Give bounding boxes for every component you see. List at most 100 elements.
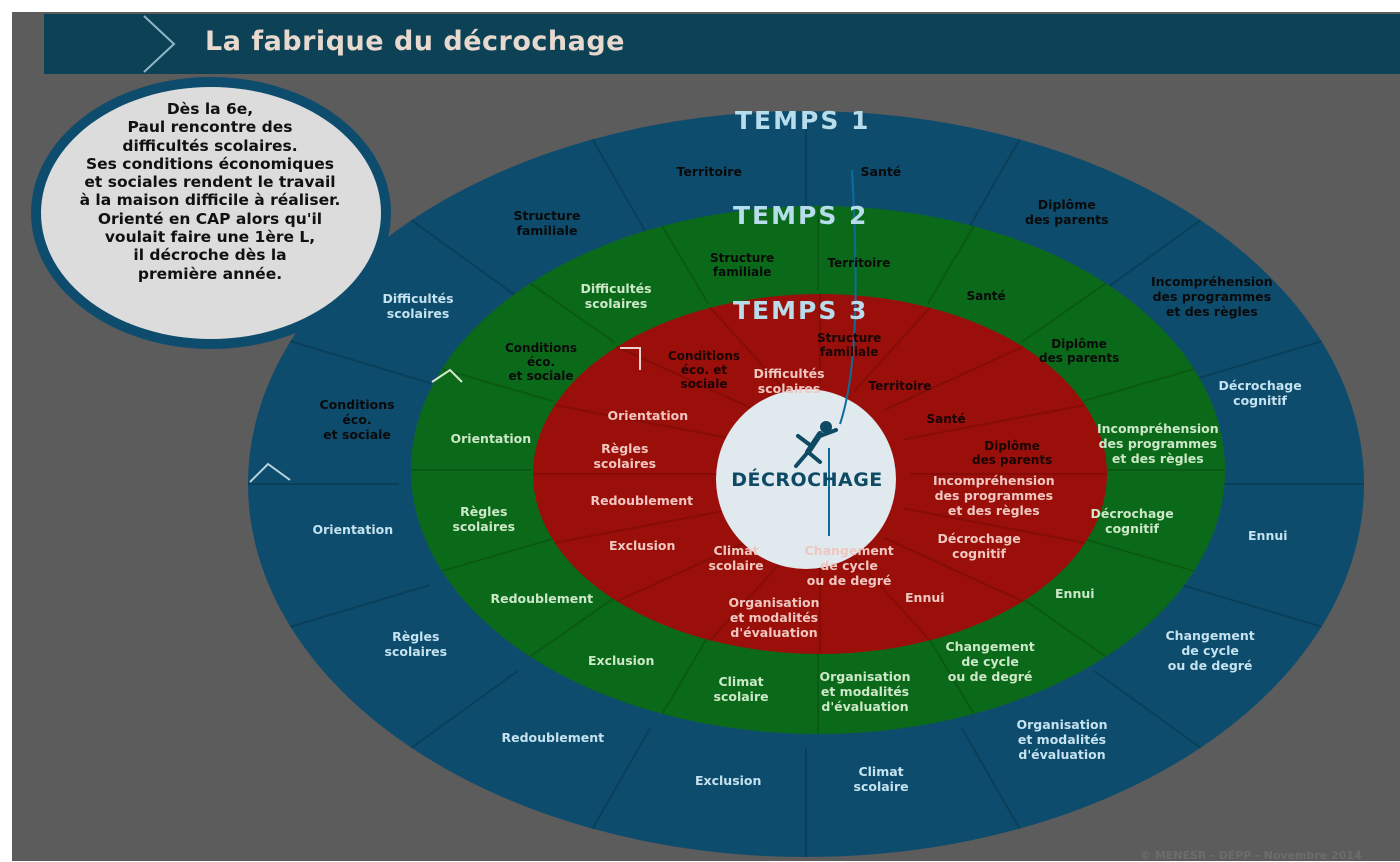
ring-divider <box>960 138 1021 241</box>
ring-title-temps-1: TEMPS 1 <box>735 106 871 135</box>
factor-label-line: Climat <box>858 764 904 779</box>
factor-label-line: des programmes <box>1098 435 1218 451</box>
factor-label-line: cognitif <box>1233 392 1287 408</box>
factor-label-line: Redoublement <box>501 729 605 745</box>
story-line: Paul rencontre des <box>127 118 293 137</box>
ring-divider <box>853 556 931 641</box>
ring-divider <box>883 345 1024 412</box>
factor-label-line: Changement <box>1165 628 1255 643</box>
factor-label-line: Santé <box>860 163 902 179</box>
factor-label-line: Changement <box>945 639 1035 654</box>
story-bubble-inner <box>41 87 381 339</box>
factor-label-line: d'évaluation <box>730 624 818 640</box>
ring-title-temps-2: TEMPS 2 <box>733 201 869 230</box>
ring-divider <box>709 307 787 392</box>
factor-label-line: Territoire <box>827 256 891 270</box>
factor-label-line: scolaires <box>386 305 450 321</box>
factor-label-line: Organisation <box>728 595 820 610</box>
ring-temps-2-dividers <box>411 206 1225 734</box>
factor-label-line: Incompréhension <box>1097 421 1219 436</box>
factor-label-line: Territoire <box>676 163 742 179</box>
factor-label-line: Structure <box>817 331 882 345</box>
factor-label-line: Conditions <box>505 341 578 355</box>
story-line: et sociales rendent le travail <box>84 173 336 192</box>
ring-divider <box>554 507 738 544</box>
ring-temps-3-dividers <box>533 294 1107 654</box>
factor-label-line: cognitif <box>952 545 1006 561</box>
story-text: Dès la 6e, Paul rencontre des difficulté… <box>40 100 380 283</box>
factor-label-line: et modalités <box>729 609 819 625</box>
factor-label-line: et modalités <box>820 683 910 699</box>
factor-label-line: Redoublement <box>590 492 694 508</box>
ring-divider <box>1082 537 1195 572</box>
factor-label-line: Diplôme <box>1037 197 1096 212</box>
factor-label-temps-1: Santé <box>860 163 902 180</box>
ring-divider <box>616 536 757 603</box>
factor-label-line: familiale <box>819 345 879 360</box>
factor-label-line: Incompréhension <box>1151 274 1273 289</box>
factor-label-line: Règles <box>601 441 649 456</box>
ring-divider <box>1082 368 1195 403</box>
ring-divider <box>902 507 1086 544</box>
ring-divider <box>709 556 787 641</box>
factor-label-line: Exclusion <box>588 652 655 668</box>
ring-divider <box>1093 219 1202 299</box>
factor-label-temps-2: Ennui <box>1055 586 1095 602</box>
factor-label-line: et modalités <box>1017 731 1107 747</box>
factor-label-line: scolaire <box>853 778 909 794</box>
factor-label-line: des parents <box>1039 351 1120 366</box>
speech-pointer-3 <box>620 347 641 370</box>
factor-label-line: Structure <box>710 251 775 265</box>
ring-divider <box>591 727 652 830</box>
ring-divider <box>290 340 431 384</box>
factor-label-line: scolaires <box>452 518 516 534</box>
factor-label-line: des parents <box>972 453 1053 468</box>
factor-label-line: d'évaluation <box>1018 746 1106 762</box>
factor-label-temps-3: Ennui <box>905 590 945 606</box>
factor-label-line: Diplôme <box>984 439 1040 453</box>
ring-divider <box>410 219 519 299</box>
ring-divider <box>1181 584 1322 628</box>
story-line: Orienté en CAP alors qu'il <box>97 209 323 228</box>
factor-label-line: ou de degré <box>1167 657 1253 673</box>
ring-divider <box>1020 282 1107 344</box>
ring-divider <box>591 138 652 241</box>
speech-pointer <box>249 462 291 483</box>
factor-label-line: scolaires <box>757 380 821 396</box>
ring-divider <box>902 404 1086 441</box>
factor-label-line: Climat <box>713 543 759 558</box>
ring-divider <box>661 225 710 305</box>
factor-label-temps-3: Santé <box>927 412 966 426</box>
story-line: Ses conditions économiques <box>86 154 334 173</box>
factor-label-line: Redoublement <box>490 590 594 606</box>
factor-label-temps-2: Santé <box>967 289 1006 303</box>
factor-label-line: scolaires <box>593 455 657 471</box>
factor-label-line: Incompréhension <box>933 473 1055 488</box>
factor-label-line: scolaires <box>584 295 648 311</box>
factor-label-line: scolaire <box>713 688 769 704</box>
ring-divider <box>554 404 738 441</box>
factor-label-temps-2: Orientation <box>451 431 532 447</box>
center-disc <box>716 389 896 569</box>
ring-divider <box>290 584 431 628</box>
factor-label-temps-1: Exclusion <box>695 773 761 789</box>
factor-label-temps-2: Exclusion <box>588 652 655 669</box>
factor-label-line: Difficultés <box>382 291 454 306</box>
factor-label-line: ou de degré <box>806 572 892 588</box>
ring-divider <box>883 536 1024 603</box>
factor-label-line: Organisation <box>1016 717 1108 732</box>
page-title: La fabrique du décrochage <box>205 26 625 57</box>
